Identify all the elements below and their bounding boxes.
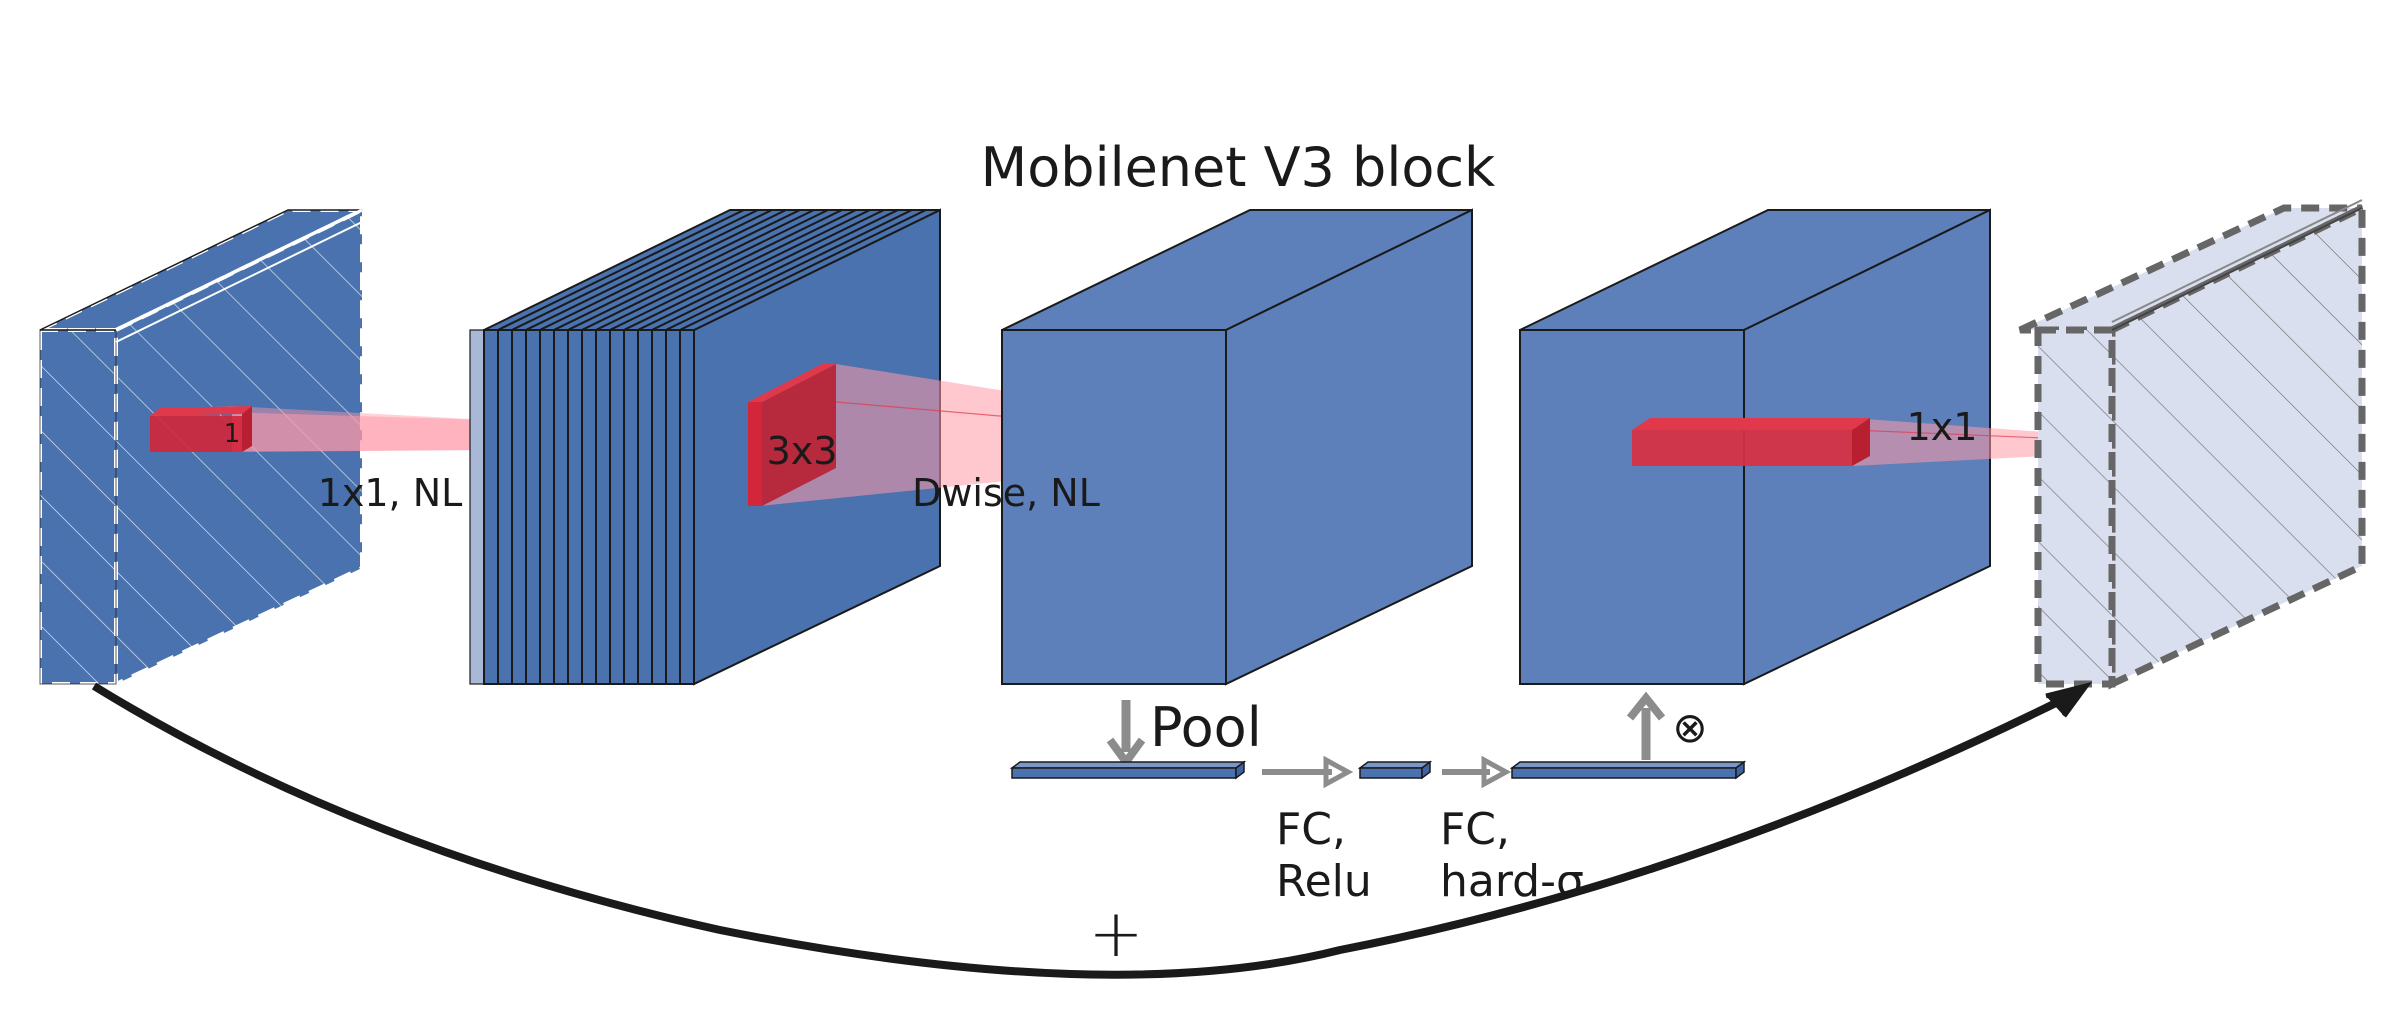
expansion-channel-slice [651, 329, 667, 685]
expansion-channel-slice [609, 329, 625, 685]
pooled-vector [1009, 760, 1247, 780]
kernel-3x3 [748, 364, 836, 506]
fc-relu-label-line1: FC, [1276, 804, 1346, 855]
expansion-channel-slice [553, 329, 569, 685]
expansion-channel-slice [665, 329, 681, 685]
op-1x1-nl-label: 1x1, NL [318, 471, 463, 515]
kernel-1-label: 1 [224, 419, 241, 449]
multiply-symbol: ⊗ [1672, 703, 1707, 752]
scale-arrow [1626, 691, 1666, 760]
expansion-channel-slice [637, 329, 653, 685]
fc-hsigma-label-line2: hard-σ [1440, 856, 1584, 907]
kernel-1x1-input [150, 406, 252, 452]
residual-connection [91, 681, 2093, 979]
expansion-channel-slice [511, 329, 527, 685]
expansion-block [469, 208, 941, 686]
excited-vector [1509, 760, 1747, 780]
expansion-channel-slice [483, 329, 499, 685]
output-tensor-block [2018, 199, 2366, 690]
expansion-channel-slice [525, 329, 541, 685]
fc-relu-label-line2: Relu [1276, 856, 1372, 907]
expansion-channel-slice [595, 329, 611, 685]
reduced-vector [1357, 760, 1433, 780]
expansion-channel-slice [581, 329, 597, 685]
op-dwise-nl-label: Dwise, NL [912, 471, 1100, 515]
depthwise-block [1001, 208, 1473, 686]
fc-relu-arrow [1262, 755, 1354, 789]
fc-hsigma-arrow [1442, 755, 1512, 789]
expansion-channel-slice [567, 329, 583, 685]
kernel-1x1-label: 1x1 [1907, 405, 1978, 449]
pool-label: Pool [1150, 696, 1262, 759]
expansion-channel-slice [679, 329, 695, 685]
kernel-1x1-projection [1632, 418, 1870, 466]
fc-hsigma-label-line1: FC, [1440, 804, 1510, 855]
diagram-title: Mobilenet V3 block [981, 136, 1496, 199]
expansion-channel-slice [497, 329, 513, 685]
add-symbol: + [1088, 895, 1143, 972]
kernel-3x3-label: 3x3 [767, 429, 838, 473]
pool-arrow [1106, 700, 1146, 769]
expansion-channel-slice [623, 329, 639, 685]
expansion-channel-slice [539, 329, 555, 685]
